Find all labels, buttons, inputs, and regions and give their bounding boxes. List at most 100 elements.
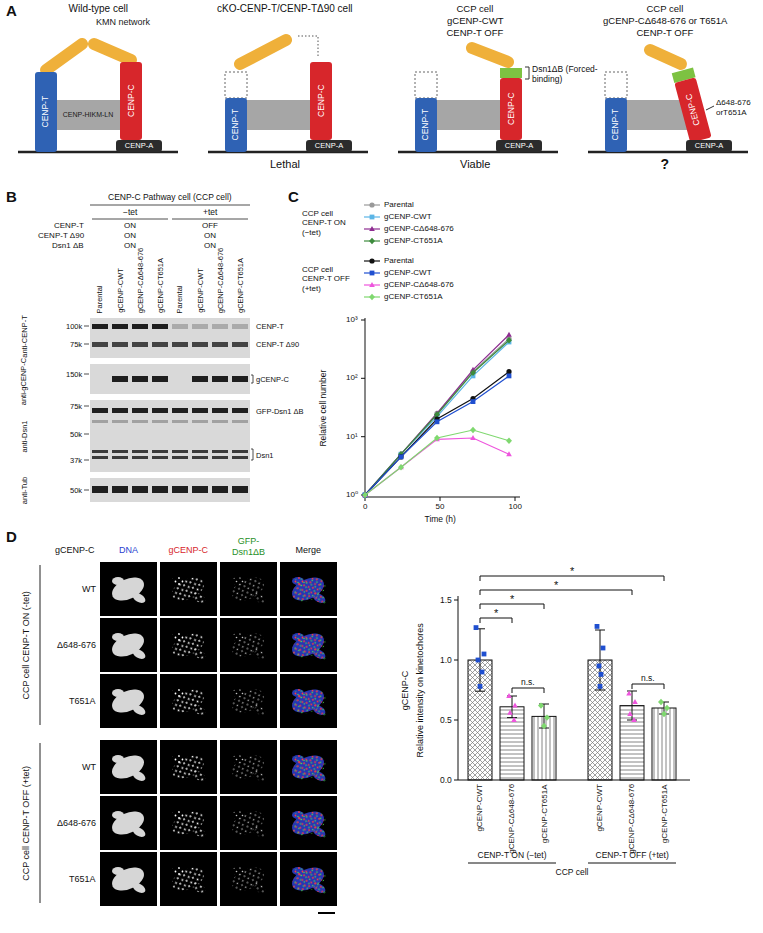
legend-text: gCENP-CWT — [384, 212, 432, 222]
figure-label: ON — [124, 221, 136, 231]
figure-label: CENP-T OFF (+tet) — [596, 850, 669, 860]
growth-chart — [361, 205, 520, 501]
node-text: CENP-A — [695, 142, 723, 150]
figure-label: 1.5 — [440, 595, 452, 605]
figure-label: gCENP-CT651A — [659, 784, 669, 843]
figure-label: gCENP-CΔ648-676 — [136, 248, 145, 313]
figure-label: 100k — [66, 322, 82, 331]
cenp-t-protein: CENP-T — [415, 98, 437, 152]
node-text: CENP-T — [231, 109, 240, 141]
figure-label: 0 — [363, 502, 367, 512]
figure-label: n.s. — [521, 677, 535, 687]
legend-text: gCENP-CΔ648-676 — [384, 280, 454, 290]
figure-label: 0.0 — [440, 775, 452, 785]
legend-text: gCENP-CT651A — [384, 236, 443, 246]
figure-label: CCP cell — [556, 867, 589, 877]
kmn-shape — [240, 40, 681, 64]
figure-label: 100 — [509, 502, 522, 512]
figure-label: ? — [661, 156, 670, 173]
node-text: CENP-T — [611, 109, 620, 141]
cenp-t-protein: CENP-T — [225, 98, 247, 152]
figure-label: Dsn1 — [256, 451, 274, 460]
figure-label: gCENP-CT651A — [156, 258, 165, 313]
figure-label: gCENP-CΔ648-676 — [216, 248, 225, 313]
figure-label: 10² — [346, 373, 358, 383]
figure-label: CCP cell CENP-T OFF (+tet) — [21, 765, 32, 880]
figure-label: D — [6, 528, 17, 546]
figure-label: 50k — [70, 430, 82, 439]
node-text: CENP-C — [126, 85, 135, 118]
cenp-a-nucleosome: CENP-A — [686, 140, 732, 152]
figure-label: anti-Tub — [20, 476, 29, 503]
node-text: CENP-A — [125, 142, 153, 150]
ccan-shape — [242, 100, 314, 130]
cenp-t-protein: CENP-T — [605, 98, 627, 152]
figure-label: CENP-T — [54, 221, 84, 231]
legend-text: gCENP-CWT — [384, 268, 432, 278]
figure-label: CCP cell — [647, 3, 684, 14]
bracket — [525, 67, 529, 79]
figure-label: Relative intensity on kinetochores — [415, 623, 426, 757]
figure-label: 75k — [70, 340, 82, 349]
figure-label: gCENP-C — [55, 545, 95, 556]
figure-label: ON — [124, 241, 136, 251]
figure-label: gCENP-CWT — [195, 268, 204, 313]
figure-label: gCENP-CΔ648-676 or T651A — [603, 15, 727, 26]
figure-label: +tet — [203, 207, 217, 217]
figure-label: gCENP-CWT — [475, 784, 485, 832]
figure-label: CCP cell CENP-T ON (-tet) — [21, 591, 32, 699]
figure-label: anti-gCENP-C — [19, 357, 28, 405]
node-text: CENP-A — [315, 142, 343, 150]
figure-label: gCENP-CT651A — [539, 784, 549, 843]
figure-label: Lethal — [270, 158, 300, 171]
figure-label: * — [570, 565, 574, 578]
legend-text: Parental — [384, 256, 414, 266]
microscopy-panels — [40, 562, 337, 913]
figure-label: CENP-T — [256, 322, 284, 331]
figure-label: A — [6, 2, 17, 20]
node-text: CENP-C — [316, 85, 325, 118]
figure-label: 50k — [70, 486, 82, 495]
cenp-t-protein: CENP-T — [35, 72, 57, 152]
figure-label: CENP-C Pathway cell (CCP cell) — [108, 192, 232, 202]
figure-label: GFP-Dsn1 ΔB — [256, 407, 304, 416]
figure-label: Time (h) — [425, 514, 456, 524]
figure-label: CENP-T Δ90 — [256, 340, 299, 349]
figure-label: Parental — [95, 285, 104, 313]
figure-label: T651A — [69, 874, 96, 885]
figure-label: gCENP-C — [256, 375, 289, 384]
cenp-c-protein: CENP-C — [674, 77, 711, 143]
node-text: CENP-A — [505, 142, 533, 150]
legend-samples — [364, 205, 380, 297]
dsn1-fusion — [500, 68, 522, 78]
figure-label: 1.0 — [440, 655, 452, 665]
figure-label: Wild-type cell — [69, 3, 128, 15]
cenp-a-nucleosome: CENP-A — [116, 140, 162, 152]
legend-text: gCENP-CΔ648-676 — [384, 224, 454, 234]
figure-label: Dsn1 ΔB — [52, 241, 84, 251]
figure-label: Parental — [175, 285, 184, 313]
figure-label: cKO-CENP-T/CENP-TΔ90 cell — [217, 3, 353, 15]
cenp-hikm-ln-complex: CENP-HIKM-LN — [52, 100, 124, 130]
figure-label: B — [6, 188, 17, 206]
figure-label: gCENP-CΔ648-676 — [507, 784, 517, 854]
ccan-shape — [432, 100, 504, 130]
figure-label: Δ648-676 orT651A — [716, 98, 758, 117]
figure-label: −tet — [123, 207, 137, 217]
figure-label: Δ648-676 — [57, 640, 96, 651]
figure-label: CENP-T Δ90 — [38, 231, 84, 241]
figure-label: gCENP-CWT — [115, 268, 124, 313]
figure-label: 10³ — [346, 315, 358, 325]
figure-label: * — [554, 579, 558, 592]
figure-label: CCP cell CENP-T ON (−tet) — [302, 209, 360, 238]
figure-label: n.s. — [641, 673, 655, 683]
legend-text: Parental — [384, 200, 414, 210]
figure-label: gCENP-C — [169, 545, 209, 556]
figure-label: 50 — [436, 502, 445, 512]
figure-label: 10¹ — [346, 432, 358, 442]
figure-label: WT — [82, 762, 96, 773]
node-text: CENP-HIKM-LN — [63, 111, 114, 119]
figure-label: CENP-T OFF — [447, 27, 504, 38]
